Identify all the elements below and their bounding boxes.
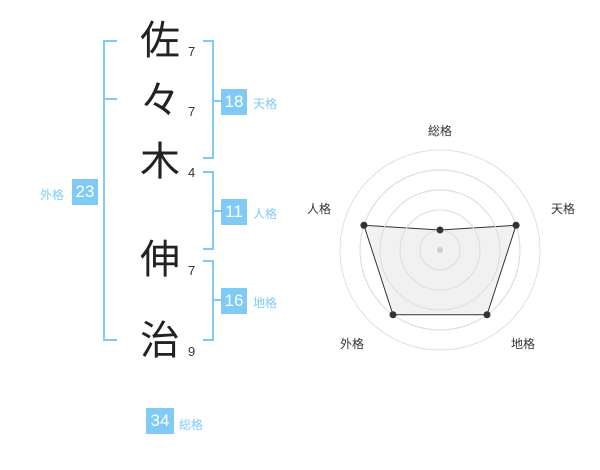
chikaku-label: 地格 [253,296,278,310]
chikaku-badge: 16 [221,288,247,314]
stroke-count-4: 7 [188,263,196,278]
radar-grid-ring-overlay [379,189,501,311]
radar-axis-label-soukaku: 総格 [428,124,453,138]
name-char-5: 治 [140,318,180,364]
jinkaku-badge: 11 [221,199,247,225]
name-char-3: 木 [140,139,180,185]
radar-center-dot [437,247,443,253]
soukaku-badge: 34 [146,408,174,434]
gaikaku-label: 外格 [40,188,65,202]
radar-grid-ring [339,149,541,351]
stroke-count-2: 7 [188,104,196,119]
radar-point-1 [512,221,520,229]
radar-point-3 [389,311,397,319]
name-char-1: 佐 [140,18,180,64]
tenkaku-badge: 18 [221,89,247,115]
outer-bracket [103,40,117,341]
radar-grid-ring-overlay [399,209,481,291]
radar-axis-label-tenkaku: 天格 [551,202,576,216]
tenkaku-label: 天格 [253,97,278,111]
name-char-4: 伸 [140,237,180,283]
radar-point-4 [360,221,368,229]
radar-axis-label-gaikaku: 外格 [340,337,365,351]
name-char-2: 々 [140,78,180,124]
radar-axis-label-chikaku: 地格 [511,337,536,351]
jinkaku-label: 人格 [253,207,278,221]
radar-axis-label-jinkaku: 人格 [307,202,332,216]
stroke-count-1: 7 [188,44,196,59]
radar-point-0 [436,226,444,234]
radar-point-2 [483,311,491,319]
radar-grid-ring-overlay [359,169,521,331]
stroke-count-3: 4 [188,165,196,180]
tenkaku-bracket [203,40,214,159]
soukaku-label: 総格 [179,418,204,432]
stroke-count-5: 9 [188,344,196,359]
gaikaku-badge: 23 [72,179,98,205]
